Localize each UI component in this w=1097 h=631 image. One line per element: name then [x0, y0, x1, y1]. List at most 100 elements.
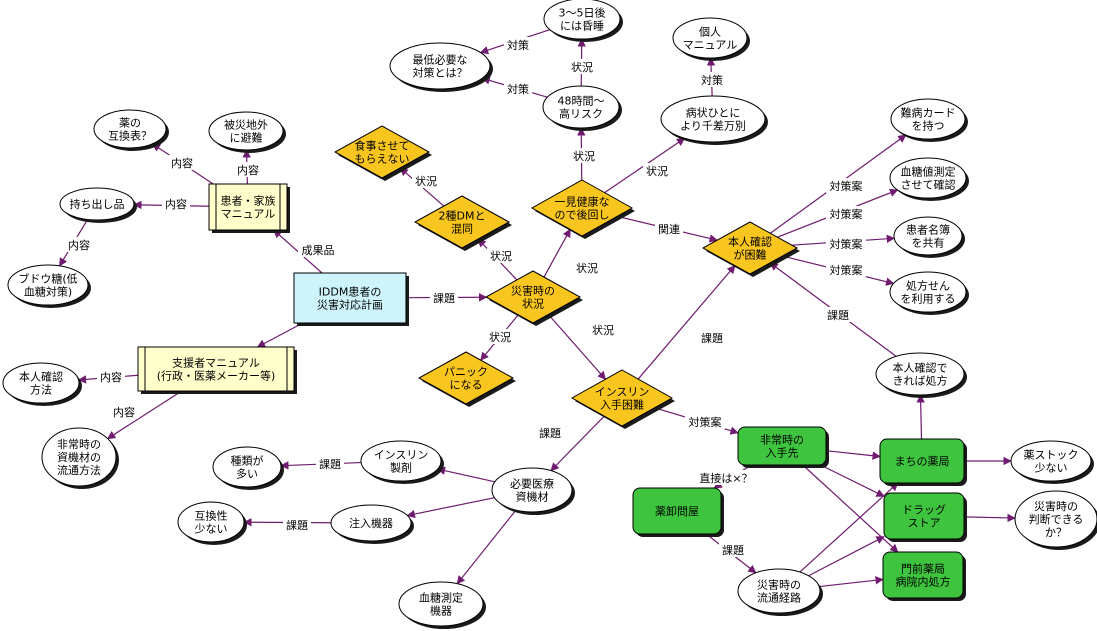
node-label: 処方せん	[906, 279, 950, 293]
edge-hijouji_nyushu-to-machi	[825, 450, 881, 460]
edge-label: 状況	[571, 60, 593, 74]
edge-label-bg	[826, 236, 866, 251]
ellipse-shape	[389, 42, 491, 90]
rect-shape	[293, 272, 407, 324]
edge-label-bg	[698, 72, 726, 87]
edge-label: 状況	[573, 149, 595, 163]
node-support_manual[interactable]: 支援者マニュアル(行政・医薬メーカー等)	[137, 346, 297, 394]
process-shape	[137, 346, 295, 392]
edge-label: 直接は×？	[699, 471, 752, 485]
edge-label: 関連	[658, 222, 680, 236]
edge-label-bg	[97, 369, 125, 384]
node-label: 流通経路	[757, 591, 801, 605]
node-chunyu[interactable]: 注入機器	[330, 504, 414, 544]
node-label: もらえない	[355, 153, 410, 166]
edge-label: 状況	[490, 249, 512, 263]
node-label: 資機材の	[57, 450, 101, 464]
node-label: 支援者マニュアル	[172, 356, 260, 370]
edge-label: 内容	[113, 405, 135, 419]
node-label: インスリン	[374, 449, 429, 462]
node-label: 災害対応計画	[317, 298, 383, 312]
node-label: 入手先	[766, 446, 799, 460]
edge-label-bg	[685, 414, 725, 429]
edge-label-bg	[316, 456, 344, 471]
node-48h[interactable]: 48時間〜高リスク	[542, 85, 622, 131]
ellipse-shape	[1014, 490, 1097, 548]
edge-drug-to-handan	[963, 513, 1016, 523]
node-label: より千差万別	[680, 119, 746, 133]
node-label: 少ない	[195, 523, 228, 536]
diamond-shape	[701, 221, 799, 275]
node-label: 患者名簿	[906, 223, 950, 237]
node-label: 資機材	[516, 490, 549, 504]
edge-label-bg	[589, 322, 617, 337]
edge-label-bg	[298, 242, 338, 257]
diamond-shape	[484, 270, 582, 324]
edge-hitsuyou-to-insulin_seizai	[436, 466, 496, 483]
diamond-shape	[417, 351, 515, 405]
node-label: 難病カード	[901, 106, 956, 120]
node-mochidashi[interactable]: 持ち出し品	[59, 187, 137, 223]
node-label: 最低必要な	[413, 54, 468, 67]
node-label: 一見健康な	[555, 195, 610, 209]
edge-label: 内容	[68, 238, 90, 252]
edge-label-bg	[826, 206, 866, 221]
edge-label: 内容	[171, 156, 193, 170]
edge-label-bg	[655, 221, 683, 236]
edge-label: 課題	[722, 543, 744, 557]
edge-labels-layer: 成果品課題内容内容内容内容内容内容状況状況状況状況状況状況状況対策対策状況対策関…	[65, 37, 866, 557]
edge-label-bg	[826, 262, 866, 277]
node-yakuoroshi[interactable]: 薬卸問屋	[632, 487, 724, 537]
edge-label: 対策案	[830, 263, 863, 277]
edge-label-bg	[412, 173, 440, 188]
node-label: 非常時の	[760, 434, 804, 447]
edge-label-bg	[824, 307, 852, 322]
edge-label-bg	[504, 37, 532, 52]
node-label: 薬の	[119, 117, 141, 130]
node-label: 非常時の	[57, 438, 101, 451]
ellipse-shape	[212, 446, 282, 488]
ellipse-shape	[875, 352, 965, 396]
diamond-shape	[530, 179, 634, 237]
edge-label-bg	[486, 329, 514, 344]
ellipse-shape	[889, 271, 967, 313]
node-machi[interactable]: まちの薬局	[879, 438, 967, 486]
